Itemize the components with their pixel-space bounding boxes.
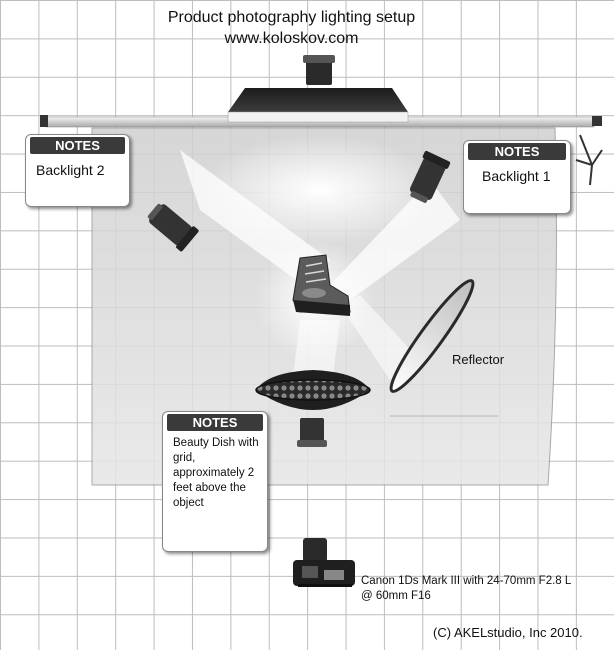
reflector-disc: [389, 279, 475, 393]
copyright-notice: (C) AKELstudio, Inc 2010.: [433, 625, 583, 640]
camera-label-line-1: Canon 1Ds Mark III with 24-70mm F2.8 L: [361, 575, 572, 587]
note-header: NOTES: [468, 143, 566, 160]
backlight-2-head: [147, 203, 199, 252]
camera-label-line-2: @ 60mm F16: [361, 590, 431, 602]
note-text: Backlight 2: [36, 162, 105, 178]
beauty-dish-light: [255, 370, 371, 447]
light-beams: [180, 135, 460, 400]
backlight-1-head: [409, 150, 451, 203]
shoe-product: [292, 254, 351, 316]
diagram-title: Product photography lighting setup: [167, 9, 416, 26]
note-beauty-dish: NOTES Beauty Dish with grid, approximate…: [162, 411, 268, 552]
reflector-label: Reflector: [452, 352, 505, 367]
note-backlight-1: NOTES Backlight 1: [463, 140, 571, 214]
website-link[interactable]: www.koloskov.com: [224, 30, 359, 47]
backdrop-stand: [575, 134, 603, 186]
note-text: Backlight 1: [482, 168, 551, 184]
camera: [293, 538, 355, 587]
note-text: Beauty Dish with grid, approximately 2 f…: [173, 437, 259, 509]
note-header: NOTES: [167, 414, 263, 431]
camera-label: Canon 1Ds Mark III with 24-70mm F2.8 L @…: [361, 574, 571, 604]
note-header: NOTES: [30, 137, 125, 154]
softbox-light: [227, 55, 409, 123]
note-backlight-2: NOTES Backlight 2: [25, 134, 130, 207]
